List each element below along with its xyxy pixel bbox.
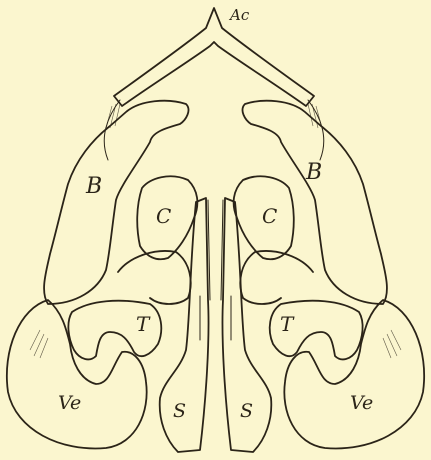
label-c-left: C: [156, 206, 171, 226]
label-ve-right: Ve: [350, 394, 373, 413]
bone-b-left: [44, 101, 188, 304]
label-b-right: B: [306, 162, 322, 184]
label-c-right: C: [262, 206, 277, 226]
bone-ve-left: [7, 300, 147, 448]
label-s-right: S: [240, 402, 253, 421]
label-t-right: T: [280, 314, 293, 334]
bone-ve-right: [284, 300, 424, 448]
label-ac: Ac: [230, 8, 249, 23]
label-b-left: B: [86, 176, 102, 198]
bone-b-right: [243, 101, 387, 304]
label-t-left: T: [136, 314, 149, 334]
label-ve-left: Ve: [58, 394, 81, 413]
label-s-left: S: [173, 402, 186, 421]
arch-ac: [114, 8, 314, 106]
